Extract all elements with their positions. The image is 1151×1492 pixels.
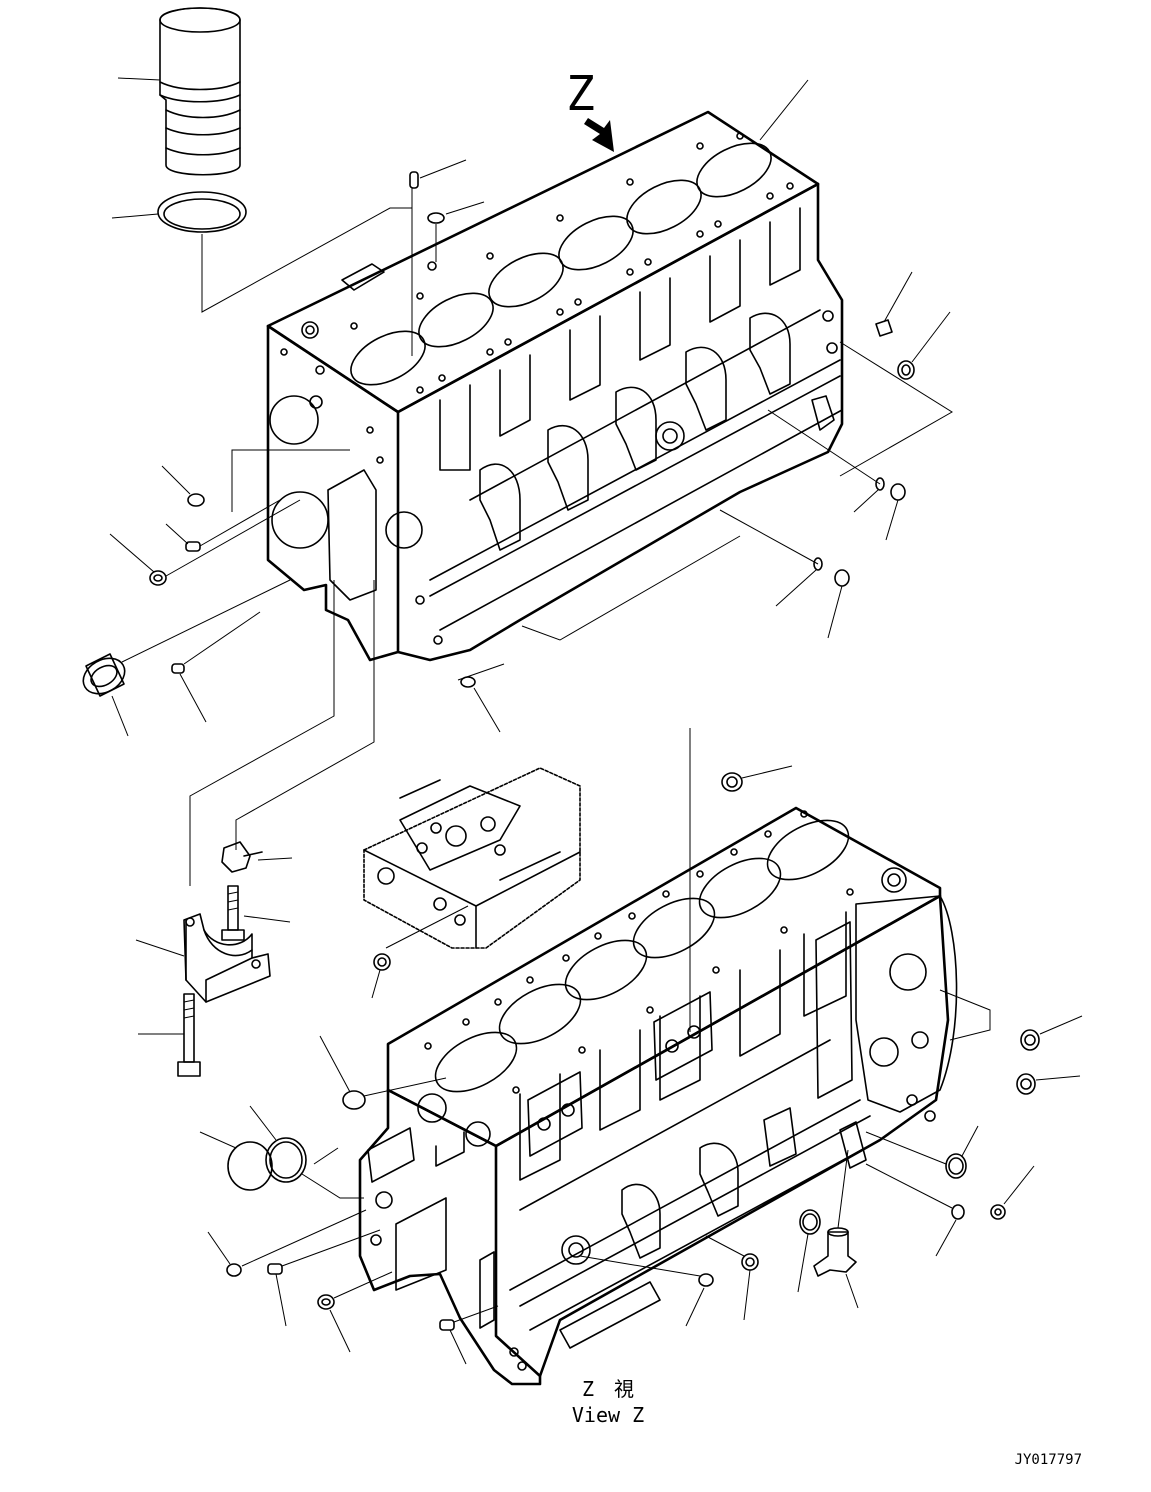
view-arrow xyxy=(584,118,614,152)
cap-bolt-upper xyxy=(221,885,291,941)
caption-english: View Z xyxy=(572,1403,644,1427)
view-marker-z: Z xyxy=(566,66,595,122)
cap-bolt-lower xyxy=(138,993,201,1077)
upper-cylinder-block xyxy=(266,110,844,662)
reference-block-thumbnail xyxy=(363,767,581,949)
cylinder-liner xyxy=(117,7,241,176)
liner-o-ring xyxy=(111,191,412,313)
caption-japanese: Z 視 xyxy=(582,1377,634,1401)
cap-clip xyxy=(221,841,293,873)
upper-leaders xyxy=(82,79,953,886)
lower-leaders xyxy=(199,728,1083,1365)
lower-cylinder-block xyxy=(358,806,958,1386)
main-bearing-cap xyxy=(135,913,271,1003)
drawing-id: JY017797 xyxy=(1015,1452,1082,1468)
